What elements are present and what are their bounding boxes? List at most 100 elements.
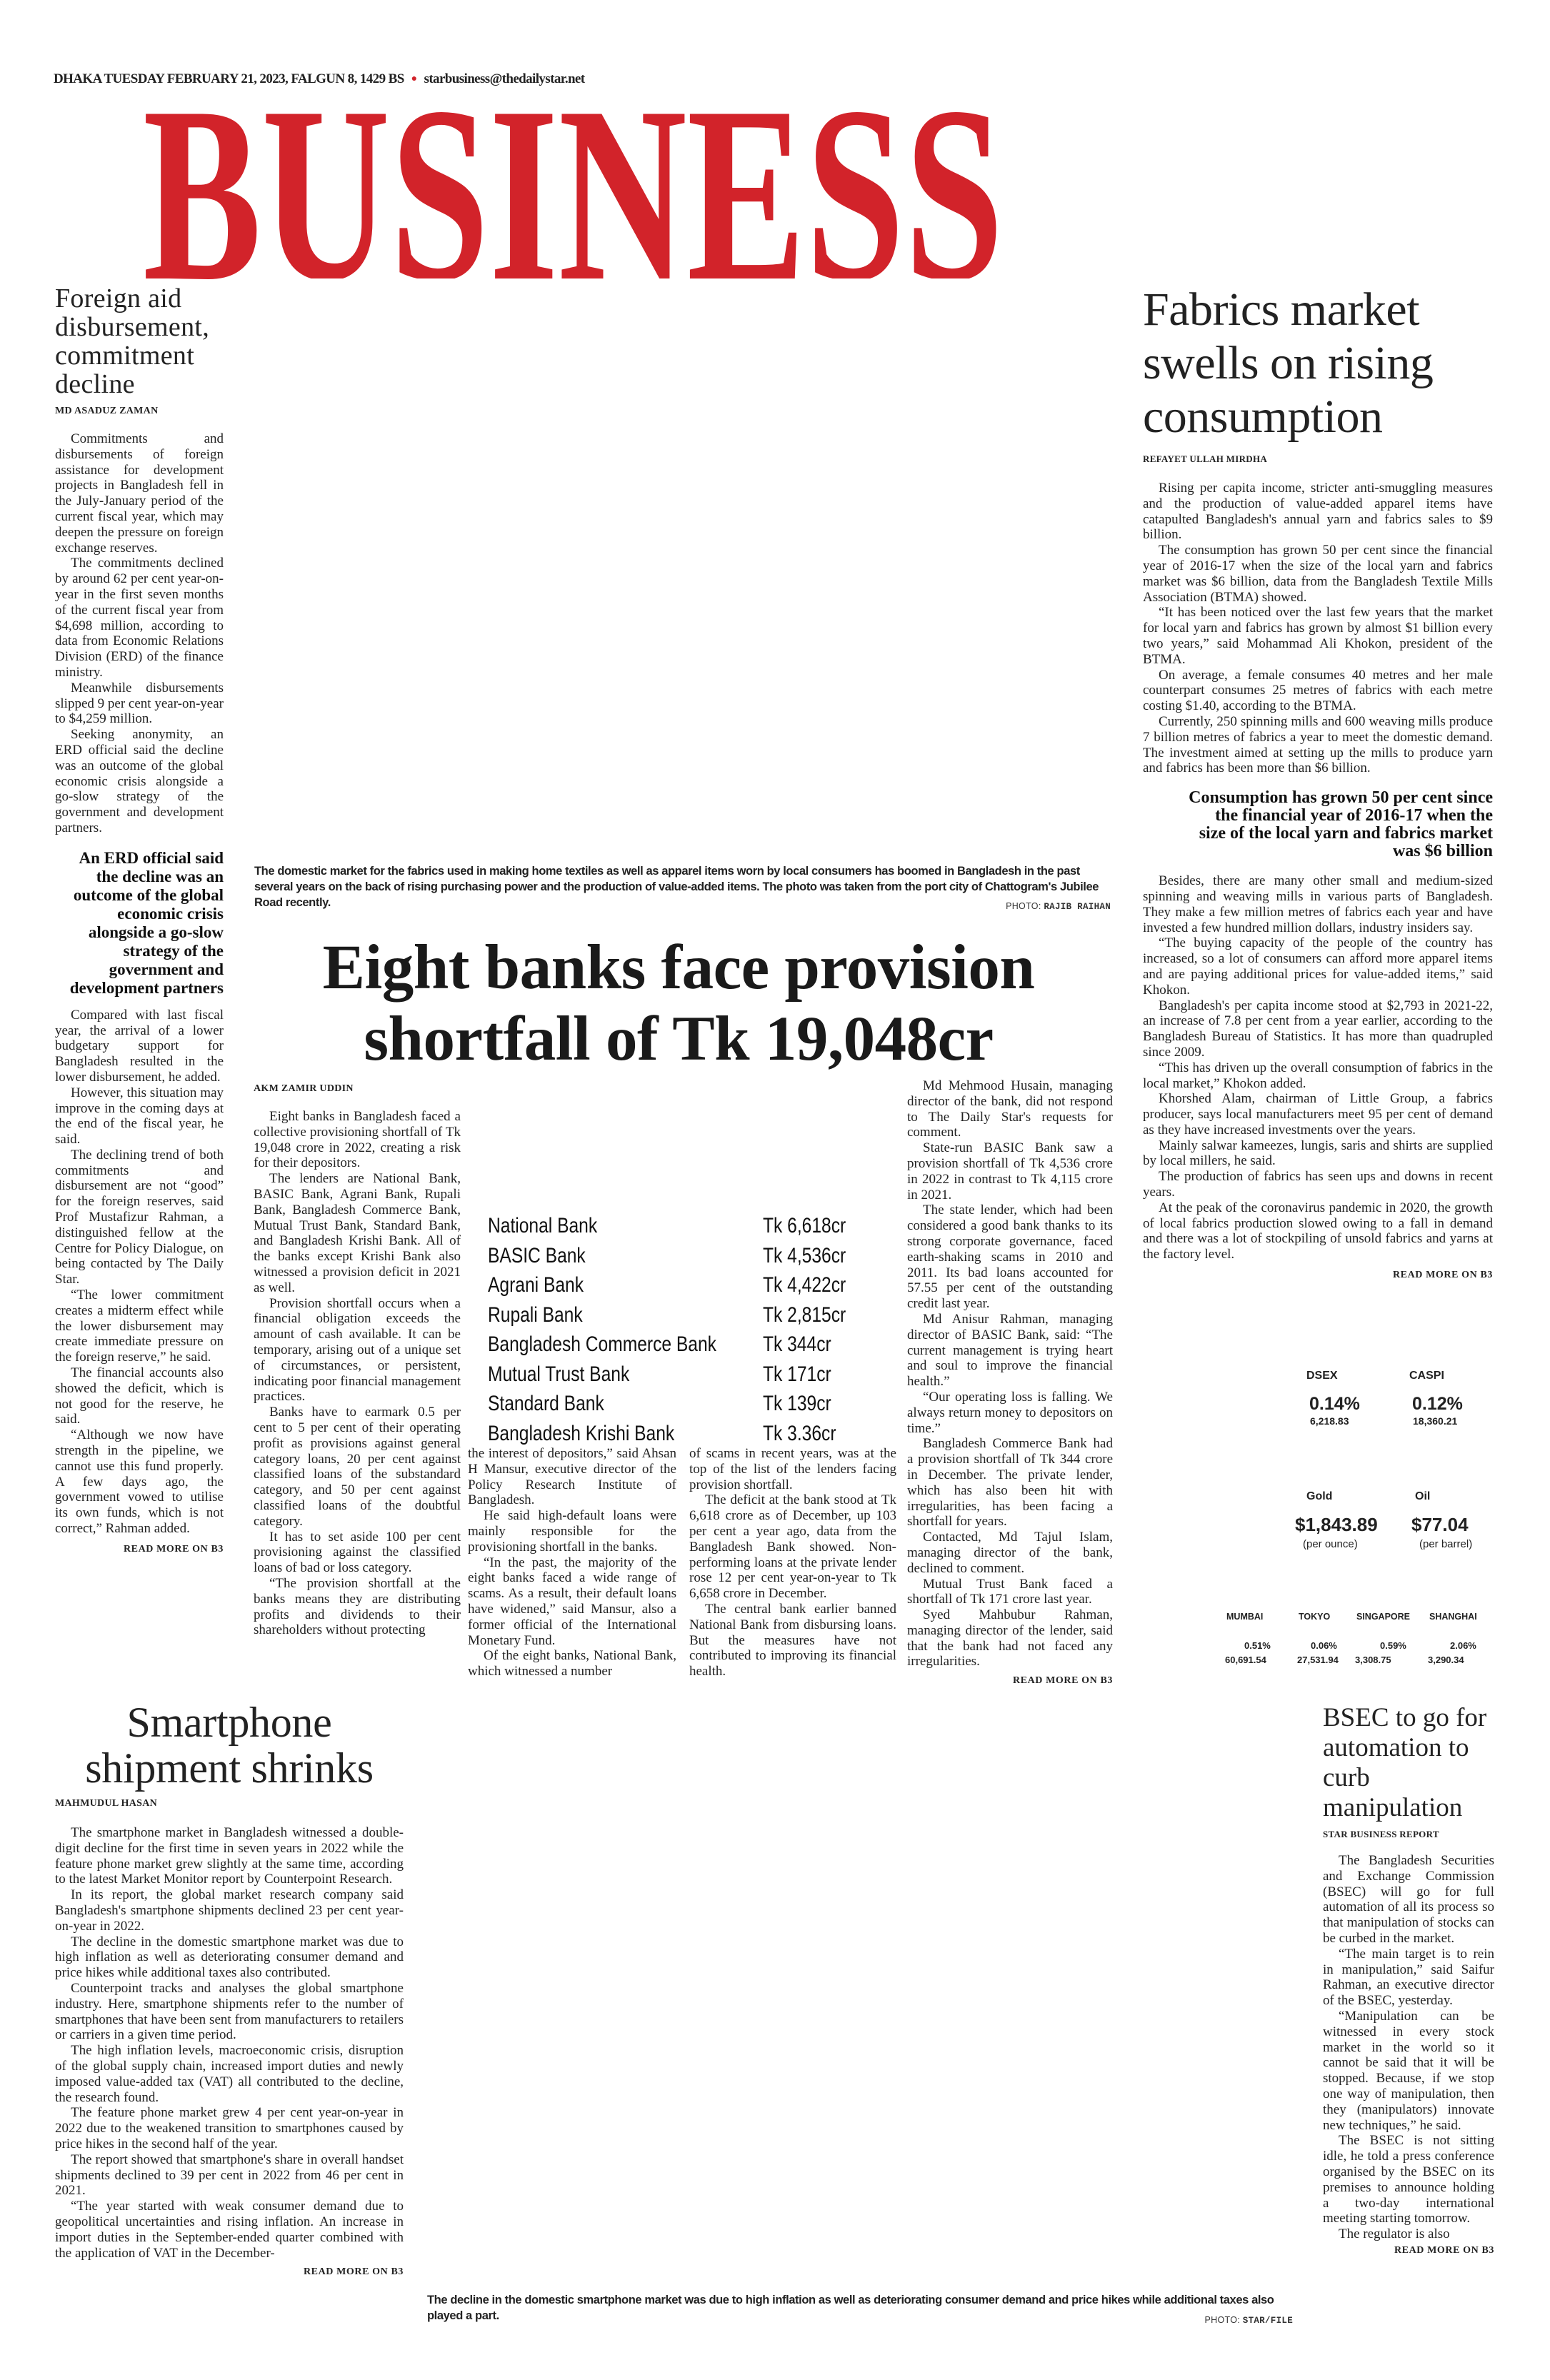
date-text: DHAKA TUESDAY FEBRUARY 21, 2023, FALGUN … [54,71,404,86]
paragraph: The state lender, which had been conside… [907,1202,1113,1312]
paragraph: “Our operating loss is falling. We alway… [907,1389,1113,1436]
bullet-icon: ● [411,74,417,84]
index-value: 6,218.83 [1310,1415,1349,1427]
commodity-unit: (per barrel) [1419,1538,1473,1550]
exchange-value: 27,531.94 [1297,1655,1339,1665]
article-headline[interactable]: Smartphone shipment shrinks [85,1699,374,1792]
paragraph: The commitments declined by around 62 pe… [55,556,224,680]
exchange-value: 3,290.34 [1428,1655,1464,1665]
paragraph: Bangladesh Commerce Bank had a provision… [907,1436,1113,1530]
article-body: Rising per capita income, stricter anti-… [1143,481,1493,776]
commodity-unit: (per ounce) [1303,1538,1358,1550]
exchange-name: MUMBAI [1226,1612,1264,1622]
article-byline: REFAYET ULLAH MIRDHA [1143,453,1268,464]
section-email-link[interactable]: starbusiness@thedailystar.net [424,71,586,86]
paragraph: Commitments and disbursements of foreign… [55,431,224,556]
commodity-name: Oil [1415,1490,1431,1502]
bank-name: Rupali Bank [488,1302,583,1327]
shortfall-amount: Tk 3.36cr [763,1421,836,1445]
paragraph: “In the past, the majority of the eight … [468,1555,676,1648]
paragraph: “The lower commitment creates a midterm … [55,1287,224,1365]
credit-name: STAR/FILE [1242,2316,1293,2326]
article-body: The smartphone market in Bangladesh witn… [55,1825,404,2261]
paragraph: Of the eight banks, National Bank, which… [468,1648,676,1679]
paragraph: Khorshed Alam, chairman of Little Group,… [1143,1091,1493,1138]
paragraph: The report showed that smartphone's shar… [55,2151,404,2199]
paragraph: Mutual Trust Bank faced a shortfall of T… [907,1576,1113,1607]
lead-body-col-3: of scams in recent years, was at the top… [689,1446,896,1679]
exchange-change: 0.51% [1244,1640,1271,1651]
paragraph: The financial accounts also showed the d… [55,1365,224,1427]
paragraph: Compared with last fiscal year, the arri… [55,1007,224,1085]
article-headline[interactable]: Fabrics market swells on rising consumpt… [1143,283,1434,443]
lead-body-col-1: Eight banks in Bangladesh faced a collec… [254,1109,461,1638]
pull-quote: Consumption has grown 50 per cent since … [1189,788,1493,861]
paragraph: Md Mehmood Husain, managing director of … [907,1078,1113,1140]
paragraph: The central bank earlier banned National… [689,1601,896,1679]
paragraph: The high inflation levels, macroeconomic… [55,2043,404,2105]
read-more-link[interactable]: READ MORE ON B3 [303,2266,404,2278]
bsec-article: BSEC to go for automation to curb manipu… [1323,1703,1494,2256]
paragraph: Eight banks in Bangladesh faced a collec… [254,1109,461,1171]
index-change: 0.12% [1412,1394,1463,1414]
paragraph: On average, a female consumes 40 metres … [1143,667,1493,714]
paragraph: Provision shortfall occurs when a financ… [254,1295,461,1405]
article-byline: MAHMUDUL HASAN [55,1798,158,1809]
read-more-link[interactable]: READ MORE ON B3 [1394,2244,1494,2256]
credit-label: PHOTO: [1006,901,1041,911]
bank-name: Bangladesh Commerce Bank [488,1332,716,1356]
paragraph: The feature phone market grew 4 per cent… [55,2105,404,2151]
shortfall-row: Rupali Bank Tk 2,815cr [488,1303,859,1332]
commodity-price: $77.04 [1411,1514,1469,1535]
article-headline[interactable]: Foreign aid disbursement, commitment dec… [55,283,210,399]
article-byline: STAR BUSINESS REPORT [1323,1829,1439,1839]
photo-caption: The domestic market for the fabrics used… [254,865,1099,909]
paragraph: The decline in the domestic smartphone m… [55,1934,404,1981]
exchange-name: SHANGHAI [1429,1612,1477,1622]
paragraph: The smartphone market in Bangladesh witn… [55,1825,404,1887]
index-change: 0.14% [1309,1394,1360,1414]
exchange-change: 0.06% [1311,1640,1337,1651]
read-more-link[interactable]: READ MORE ON B3 [1012,1675,1113,1687]
bank-name: National Bank [488,1214,598,1237]
lead-body-col-4: Md Mehmood Husain, managing director of … [907,1078,1113,1669]
read-more-link[interactable]: READ MORE ON B3 [123,1543,224,1555]
paragraph: of scams in recent years, was at the top… [689,1446,896,1492]
photo-caption: The decline in the domestic smartphone m… [427,2294,1274,2322]
lead-byline: AKM ZAMIR UDDIN [254,1083,354,1094]
bank-name: Mutual Trust Bank [488,1362,630,1386]
read-more-link[interactable]: READ MORE ON B3 [1392,1270,1493,1281]
shortfall-amount: Tk 4,536cr [763,1243,846,1267]
paragraph: “Although we now have strength in the pi… [55,1427,224,1537]
shortfall-amount: Tk 4,422cr [763,1273,846,1297]
paragraph: The lenders are National Bank, BASIC Ban… [254,1171,461,1295]
foreign-aid-article: Foreign aid disbursement, commitment dec… [55,284,224,1555]
shortfall-amount: Tk 171cr [763,1362,831,1386]
paragraph: “The provision shortfall at the banks me… [254,1575,461,1638]
photo-credit: PHOTO: RAJIB RAIHAN [986,901,1111,912]
commodity-price: $1,843.89 [1295,1514,1378,1535]
paragraph: In its report, the global market researc… [55,1887,404,1934]
fabrics-photo [246,278,1111,853]
paragraph: “It has been noticed over the last few y… [1143,605,1493,667]
paragraph: The deficit at the bank stood at Tk 6,61… [689,1492,896,1602]
paragraph: Besides, there are many other small and … [1143,873,1493,935]
exchange-name: TOKYO [1299,1612,1331,1622]
paragraph: Md Anisur Rahman, managing director of B… [907,1311,1113,1390]
article-headline[interactable]: BSEC to go for automation to curb manipu… [1323,1703,1487,1822]
paragraph: However, this situation may improve in t… [55,1085,224,1148]
paragraph: The BSEC is not sitting idle, he told a … [1323,2133,1494,2226]
paragraph: Rising per capita income, stricter anti-… [1143,481,1493,543]
paragraph: “The buying capacity of the people of th… [1143,935,1493,998]
paragraph: It has to set aside 100 per cent provisi… [254,1529,461,1576]
smartphone-article: Smartphone shipment shrinks MAHMUDUL HAS… [55,1699,404,2278]
lead-headline[interactable]: Eight banks face provision shortfall of … [322,933,1035,1074]
paragraph: The regulator is also [1339,2226,1450,2242]
index-name: CASPI [1409,1370,1444,1382]
shortfall-amount: Tk 2,815cr [763,1302,846,1327]
